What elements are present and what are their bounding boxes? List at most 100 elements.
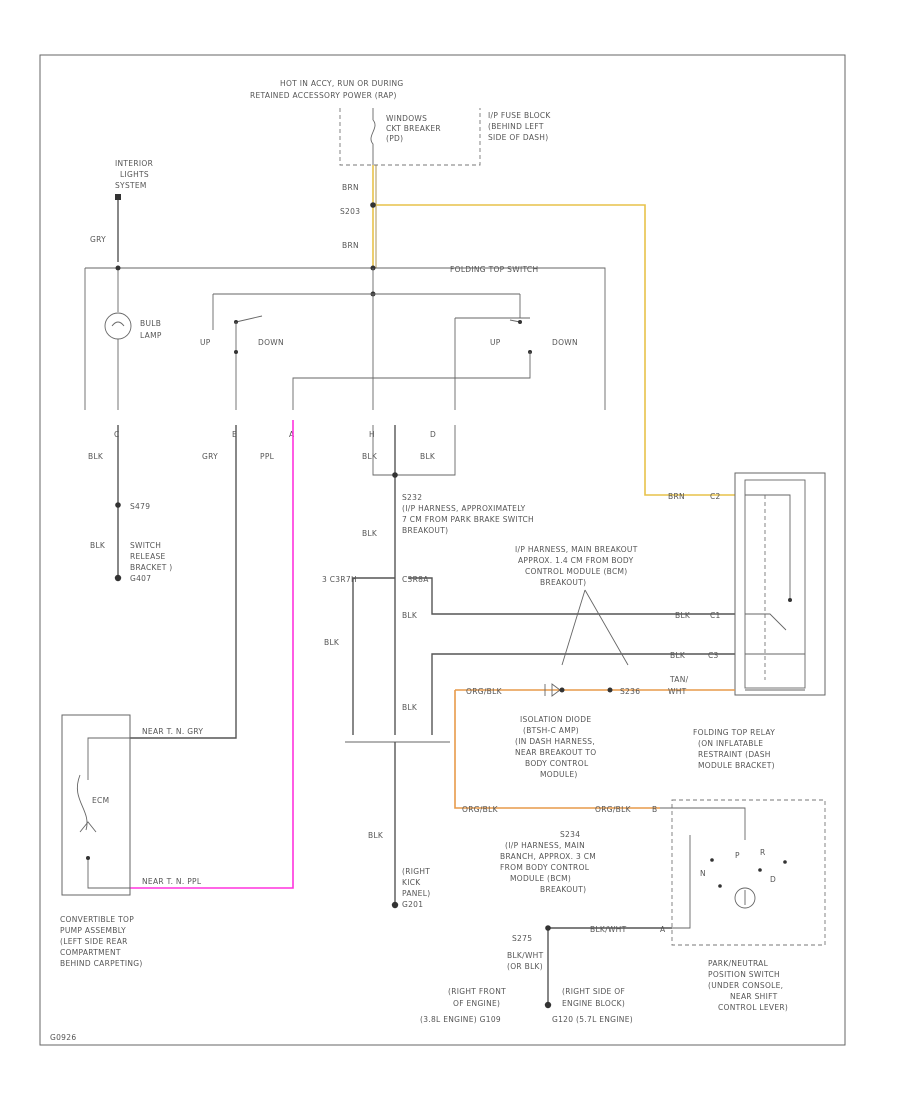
engine-ground xyxy=(544,1001,552,1009)
pump-l2: PUMP ASSEMBLY xyxy=(60,926,126,935)
org-row-pin: B xyxy=(652,805,657,814)
release-l1: SWITCH xyxy=(130,541,161,550)
wire-e: GRY xyxy=(202,452,218,461)
s234-l1: S234 xyxy=(560,830,580,839)
pnp-pivot-icon xyxy=(734,887,756,909)
relay-brn: BRN xyxy=(668,492,685,501)
right-kick-blk: BLK xyxy=(368,831,384,840)
pump-assembly-box xyxy=(61,714,131,896)
folding-top-switch-label: FOLDING TOP SWITCH xyxy=(450,265,538,274)
splice-s275 xyxy=(545,925,551,931)
s234-l3: BRANCH, APPROX. 3 CM xyxy=(500,852,596,861)
wire-a: PPL xyxy=(260,452,275,461)
relay-l3: RESTRAINT (DASH xyxy=(698,750,771,759)
s479-label: S479 xyxy=(130,502,150,511)
relay-l1: FOLDING TOP RELAY xyxy=(693,728,775,737)
rg-l1: (RIGHT SIDE OF xyxy=(562,987,625,996)
splice-s232 xyxy=(392,472,398,478)
gry-pump-wire xyxy=(130,425,237,739)
pin-h: H xyxy=(369,430,375,439)
down1-label: DOWN xyxy=(258,338,284,347)
relay-blk2: BLK xyxy=(670,651,686,660)
s232-l1: S232 xyxy=(402,493,422,502)
isolation-diode-icon xyxy=(544,683,561,697)
ground-g201 xyxy=(391,901,399,909)
interior-switch-l3: SYSTEM xyxy=(115,181,147,190)
pnp-l2: POSITION SWITCH xyxy=(708,970,780,979)
blk-mid-a: BLK xyxy=(362,529,378,538)
diode-org-blk: ORG/BLK xyxy=(466,687,503,696)
brn-label-2: BRN xyxy=(342,241,359,250)
splice-s203 xyxy=(370,202,376,208)
splice-s236 xyxy=(607,687,613,693)
pump-l3: (LEFT SIDE REAR xyxy=(60,937,128,946)
pump-rotor: ECM xyxy=(92,796,109,805)
breakout-l2: APPROX. 1.4 CM FROM BODY xyxy=(518,556,634,565)
pump-l4: COMPARTMENT xyxy=(60,948,121,957)
relay-c2: C2 xyxy=(710,492,721,501)
relay-c1: C1 xyxy=(710,611,721,620)
s234-l6: BREAKOUT) xyxy=(540,885,586,894)
c-right-label: C3R8A xyxy=(402,575,429,584)
wire-h: BLK xyxy=(362,452,378,461)
s234-l4: FROM BODY CONTROL xyxy=(500,863,590,872)
fuse-block-l1: I/P FUSE BLOCK xyxy=(488,111,551,120)
right-kick-l2: KICK xyxy=(402,878,421,887)
bottom-blk-wht: BLK/WHT xyxy=(507,951,544,960)
pin-e: E xyxy=(232,430,237,439)
ground-g407 xyxy=(114,574,122,582)
relay-contact xyxy=(745,613,787,631)
s232-l4: BREAKOUT) xyxy=(402,526,448,535)
relay-l4: MODULE BRACKET) xyxy=(698,761,775,770)
bulb-lamp-icon xyxy=(104,312,132,340)
bulb-l2: LAMP xyxy=(140,331,162,340)
c-left-label: 3 C3R7H xyxy=(322,575,357,584)
pump-wire-bot: NEAR T. N. PPL xyxy=(142,877,202,886)
org-row-a: ORG/BLK xyxy=(462,805,499,814)
pin-a: A xyxy=(289,430,295,439)
wire-d: BLK xyxy=(420,452,436,461)
lg-l1: (RIGHT FRONT xyxy=(448,987,506,996)
pnp-l4: NEAR SHIFT xyxy=(730,992,778,1001)
release-l4: G407 xyxy=(130,574,151,583)
up2-label: UP xyxy=(490,338,501,347)
right-kick-l4: G201 xyxy=(402,900,423,909)
pin-d: D xyxy=(430,430,436,439)
bottom-or-blk: (OR BLK) xyxy=(507,962,543,971)
pump-wire-top: NEAR T. N. GRY xyxy=(142,727,203,736)
down2-label: DOWN xyxy=(552,338,578,347)
folding-top-switch-box xyxy=(84,267,606,410)
rg-l2: ENGINE BLOCK) xyxy=(562,999,625,1008)
blk-mid-c: BLK xyxy=(402,611,418,620)
fuse-block-l3: SIDE OF DASH) xyxy=(488,133,548,142)
bottom-blk-wht-row: BLK/WHT xyxy=(590,925,627,934)
pnp-l5: CONTROL LEVER) xyxy=(718,1003,788,1012)
pump-motor-icon xyxy=(79,821,97,833)
breaker-l1: WINDOWS xyxy=(386,114,427,123)
up1-label: UP xyxy=(200,338,211,347)
iso-l1: ISOLATION DIODE xyxy=(520,715,591,724)
org-blk-return-wire xyxy=(454,690,660,809)
outer-frame xyxy=(39,54,846,1046)
s234-l2: (I/P HARNESS, MAIN xyxy=(505,841,585,850)
splice-s479 xyxy=(115,502,121,508)
lg-l2: OF ENGINE) xyxy=(453,999,500,1008)
breakout-l1: I/P HARNESS, MAIN BREAKOUT xyxy=(515,545,638,554)
release-l2: RELEASE xyxy=(130,552,166,561)
brn-relay-wire xyxy=(373,204,735,496)
pnp-l1: PARK/NEUTRAL xyxy=(708,959,769,968)
lg-l3: (3.8L ENGINE) G109 xyxy=(420,1015,501,1024)
bottom-pin-a: A xyxy=(660,925,666,934)
breakout-l3: CONTROL MODULE (BCM) xyxy=(525,567,628,576)
pnp-p: P xyxy=(735,851,740,860)
interior-connector xyxy=(115,194,121,200)
ppl-pump-wire xyxy=(130,420,294,889)
interior-switch-l2: LIGHTS xyxy=(120,170,149,179)
iso-l3: (IN DASH HARNESS, xyxy=(515,737,595,746)
diode-s236: S236 xyxy=(620,687,640,696)
pin-c: C xyxy=(114,430,120,439)
right-kick-l3: PANEL) xyxy=(402,889,430,898)
relay-blk1: BLK xyxy=(675,611,691,620)
